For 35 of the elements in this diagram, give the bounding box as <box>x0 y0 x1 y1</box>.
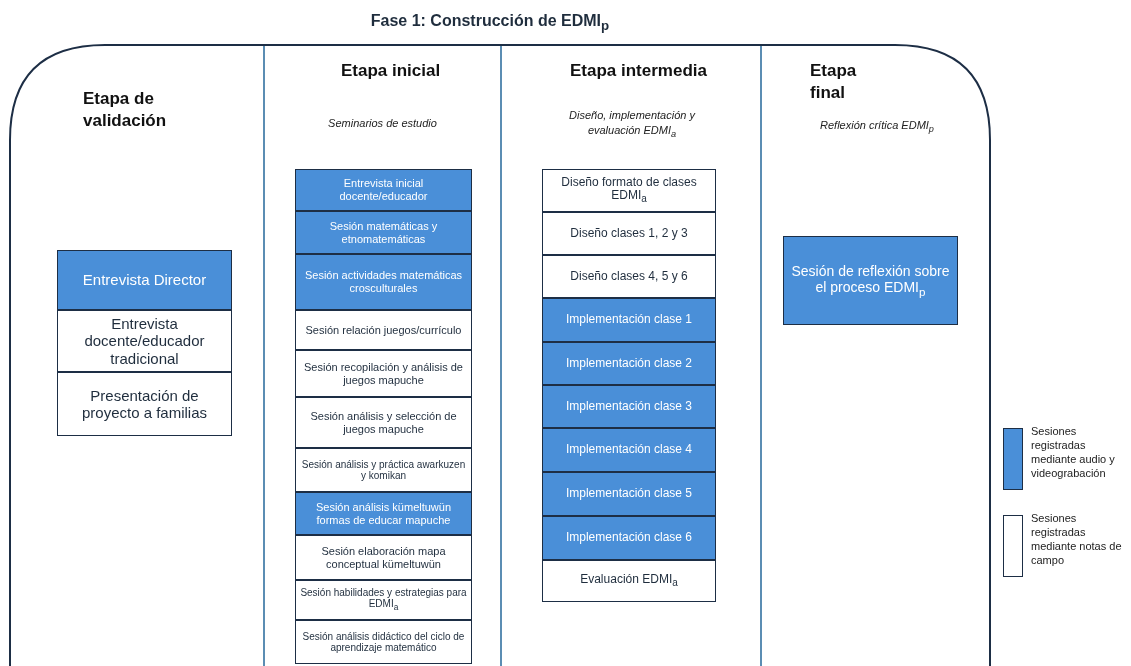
session-box: Sesión relación juegos/currículo <box>295 310 472 350</box>
diagram-title: Fase 1: Construcción de EDMI$_{p}$ <box>369 12 611 34</box>
session-box: Diseño clases 4, 5 y 6 <box>542 255 716 298</box>
session-box: Entrevista Director <box>57 250 232 310</box>
session-box: Implementación clase 5 <box>542 472 716 516</box>
session-box: Evaluación EDMI$_{a}$ <box>542 560 716 602</box>
session-box: Implementación clase 3 <box>542 385 716 428</box>
stage-subtitle: Seminarios de estudio <box>327 116 438 131</box>
session-box: Diseño clases 1, 2 y 3 <box>542 212 716 255</box>
session-box: Sesión análisis y práctica awarkuzen y komikan <box>295 448 472 492</box>
session-box: Implementación clase 1 <box>542 298 716 342</box>
stage-heading: Etapa final <box>810 60 858 104</box>
session-box: Sesión análisis kümeltuwün formas de educar mapuche <box>295 492 472 535</box>
stage-subtitle: Diseño, implementación y evaluación EDMI$_{a}$ <box>568 108 697 142</box>
session-box: Sesión de reflexión sobre el proceso EDMI$_{p}$ <box>783 236 958 325</box>
legend-text: Sesiones registradas mediante audio y videograbación <box>1031 424 1116 480</box>
stage-heading: Etapa intermedia <box>570 60 708 82</box>
session-box: Implementación clase 2 <box>542 342 716 385</box>
session-box: Implementación clase 6 <box>542 516 716 560</box>
session-box: Sesión recopilación y análisis de juegos mapuche <box>295 350 472 397</box>
session-box: Sesión análisis y selección de juegos mapuche <box>295 397 472 448</box>
session-box: Sesión elaboración mapa conceptual kümeltuwün <box>295 535 472 580</box>
stage-heading: Etapa inicial <box>341 60 442 82</box>
session-box: Diseño formato de clases EDMI$_{a}$ <box>542 169 716 212</box>
stage-heading: Etapa de validación <box>83 88 168 132</box>
session-box: Sesión actividades matemáticas crosculturales <box>295 254 472 310</box>
session-box: Entrevista inicial docente/educador <box>295 169 472 211</box>
session-box: Sesión matemáticas y etnomatemáticas <box>295 211 472 254</box>
session-box: Sesión análisis didáctico del ciclo de aprendizaje matemático <box>295 620 472 664</box>
session-box: Implementación clase 4 <box>542 428 716 472</box>
legend-text: Sesiones registradas mediante notas de campo <box>1031 511 1123 567</box>
session-box: Sesión habilidades y estrategias para EDMI$_{a}$ <box>295 580 472 620</box>
session-box: Presentación de proyecto a familias <box>57 372 232 436</box>
session-box: Entrevista docente/educador tradicional <box>57 310 232 372</box>
stage-subtitle: Reflexión crítica EDMI$_{p}$ <box>819 118 935 137</box>
